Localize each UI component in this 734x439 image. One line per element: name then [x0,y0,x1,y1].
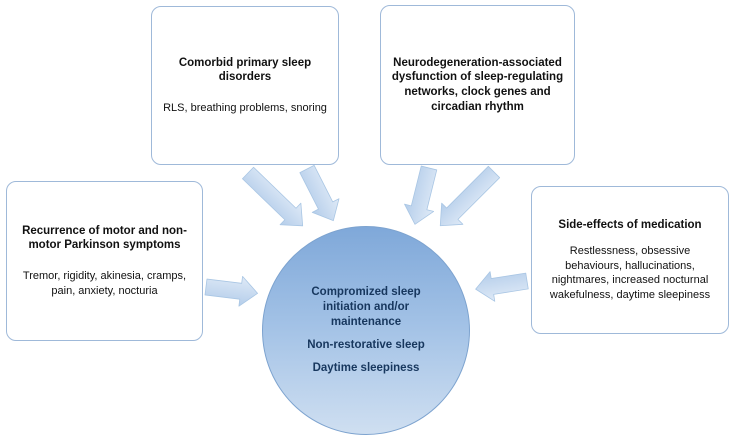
box-medication-side-effects: Side-effects of medication Restlessness,… [531,186,729,334]
arrow-neurodegeneration-to-center-icon [404,165,438,225]
arrow-medication-to-center-icon [475,271,529,302]
box-body: Tremor, rigidity, akinesia, cramps, pain… [22,270,187,297]
box-title: Comorbid primary sleep disorders [178,56,312,84]
arrow-neurodegeneration-to-center-2-icon [439,165,501,227]
box-title: Recurrence of motor and non-motor Parkin… [22,224,187,252]
box-motor-symptom-recurrence: Recurrence of motor and non-motor Parkin… [6,181,203,341]
box-body: Restlessness, obsessive behaviours, hall… [549,245,711,301]
arrow-comorbid-to-center-icon [242,166,304,227]
center-line-2: Non-restorative sleep [307,338,425,351]
box-title: Neurodegeneration-associated dysfunction… [391,56,564,113]
center-line-1: Compromized sleep initiation and/or main… [311,286,421,329]
box-body: RLS, breathing problems, snoring [163,101,327,114]
arrow-motor-to-center-icon [204,275,259,307]
central-outcome-circle: Compromized sleep initiation and/or main… [262,226,470,435]
box-comorbid-primary-sleep-disorders: Comorbid primary sleep disorders RLS, br… [151,6,339,165]
center-line-3: Daytime sleepiness [312,361,420,374]
arrow-comorbid-to-center-2-icon [299,164,340,222]
box-title: Side-effects of medication [558,218,702,231]
box-neurodegeneration-dysfunction: Neurodegeneration-associated dysfunction… [380,5,575,165]
